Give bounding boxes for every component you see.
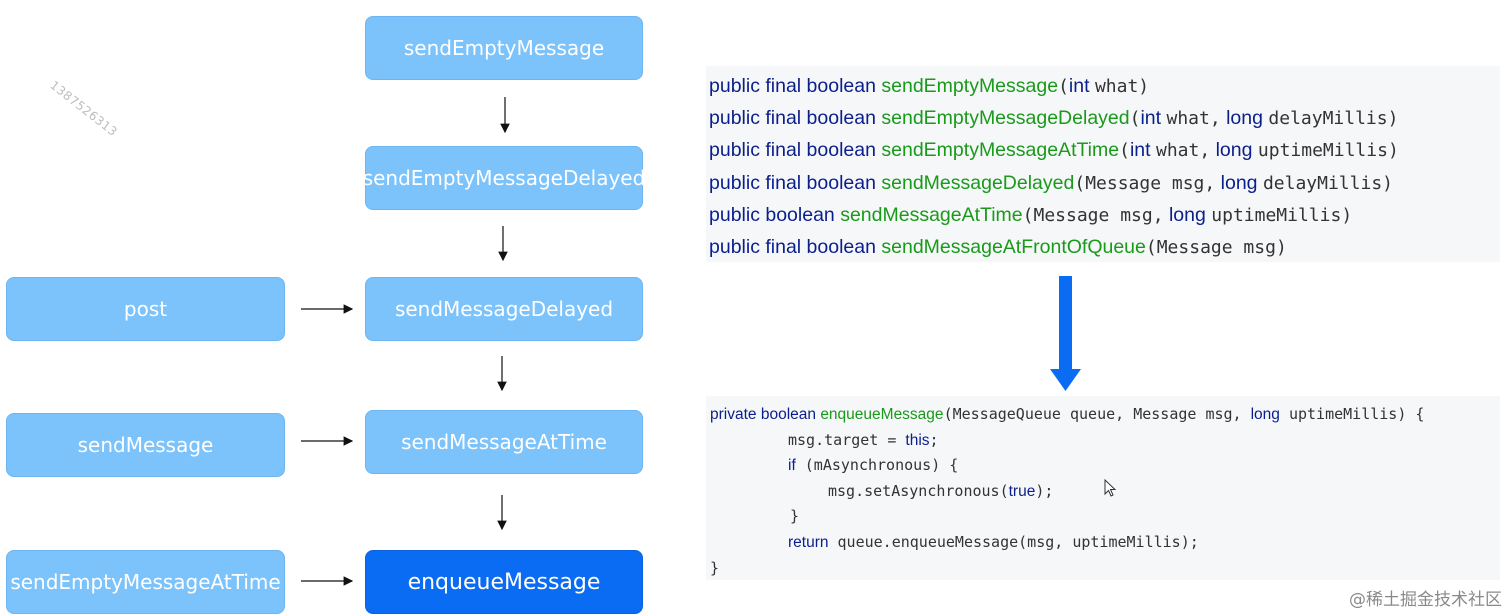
node-send-message-delayed[interactable]: sendMessageDelayed [365, 277, 643, 341]
enqueue-message-code-block: private boolean enqueueMessage(MessageQu… [706, 396, 1500, 580]
signature-line: public final boolean sendEmptyMessage(in… [709, 75, 1150, 97]
signature-method-name: sendEmptyMessageAtTime [881, 139, 1120, 162]
down-arrow-icon [1050, 276, 1081, 391]
signature-modifiers: public final boolean [709, 75, 876, 97]
signature-modifiers: public boolean [709, 203, 835, 226]
signature-line: public final boolean sendEmptyMessageAtT… [709, 139, 1399, 162]
code-line: } [710, 558, 720, 577]
node-send-message-at-time[interactable]: sendMessageAtTime [365, 410, 643, 474]
mouse-pointer-icon [1104, 479, 1117, 497]
signature-line: public boolean sendMessageAtTime(Message… [709, 203, 1353, 226]
signature-line: public final boolean sendMessageAtFrontO… [709, 235, 1287, 258]
node-send-empty-message[interactable]: sendEmptyMessage [365, 16, 643, 80]
source-credit: @稀土掘金技术社区 [1349, 590, 1502, 610]
signature-line: public final boolean sendEmptyMessageDel… [709, 107, 1399, 130]
node-send-empty-message-delayed[interactable]: sendEmptyMessageDelayed [363, 146, 645, 210]
signature-modifiers: public final boolean [709, 235, 876, 258]
flow-arrows [301, 97, 510, 586]
signature-method-name: sendMessageAtFrontOfQueue [881, 235, 1146, 258]
signature-method-name: sendMessageDelayed [881, 171, 1075, 194]
code-line: return queue.enqueueMessage(msg, uptimeM… [788, 532, 1199, 551]
node-send-empty-message-at-time[interactable]: sendEmptyMessageAtTime [6, 550, 285, 614]
signature-method-name: sendEmptyMessage [881, 75, 1059, 97]
signature-line: public final boolean sendMessageDelayed(… [709, 171, 1394, 194]
signature-method-name: sendMessageAtTime [840, 203, 1023, 226]
method-signatures-block: public final boolean sendEmptyMessage(in… [706, 66, 1500, 262]
code-line: } [790, 507, 800, 526]
signature-method-name: sendEmptyMessageDelayed [881, 107, 1130, 130]
node-enqueue-message[interactable]: enqueueMessage [365, 550, 643, 614]
signature-modifiers: public final boolean [709, 171, 876, 194]
code-line: if (mAsynchronous) { [788, 456, 959, 475]
node-send-message[interactable]: sendMessage [6, 413, 285, 477]
signature-modifiers: public final boolean [709, 139, 876, 162]
signature-modifiers: public final boolean [709, 107, 876, 130]
code-line: msg.target = this; [788, 430, 939, 449]
code-line: private boolean enqueueMessage(MessageQu… [710, 405, 1425, 423]
node-post[interactable]: post [6, 277, 285, 341]
code-line: msg.setAsynchronous(true); [828, 481, 1054, 500]
